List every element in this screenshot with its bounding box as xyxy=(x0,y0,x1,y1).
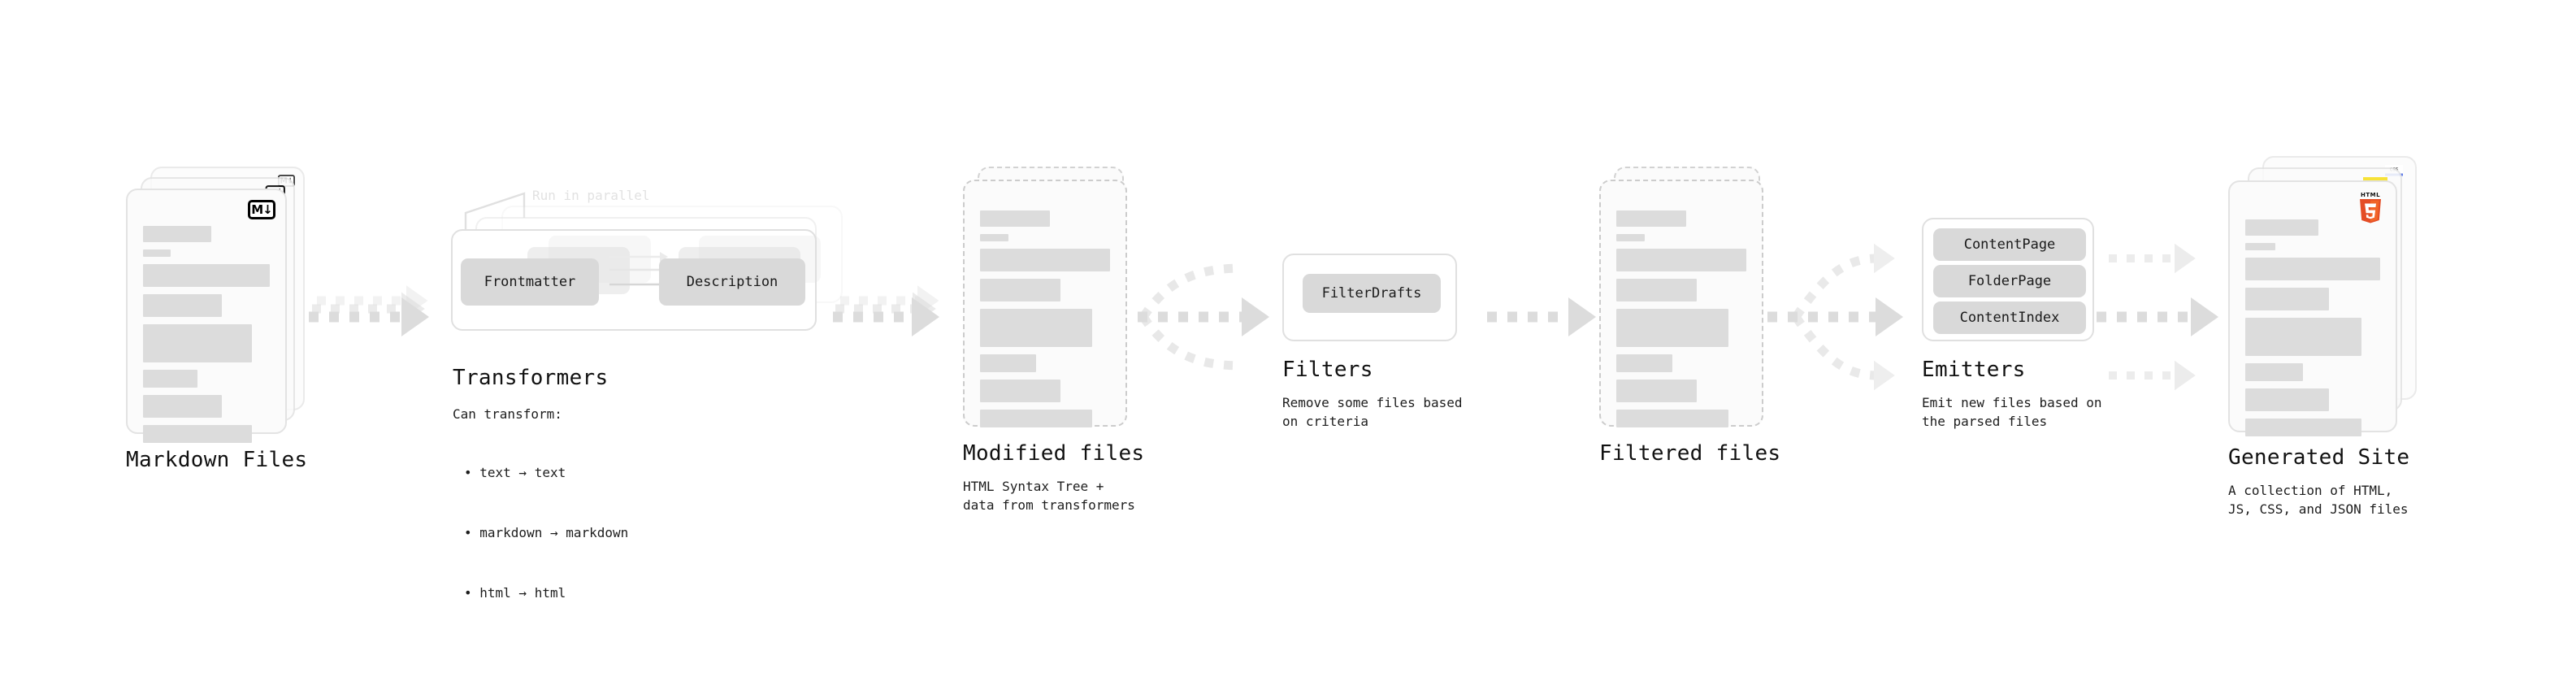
transformers-capability-item-0: • text → text xyxy=(464,464,566,480)
chip-filterdrafts[interactable]: FilterDrafts xyxy=(1303,274,1441,313)
stage-title-filtered-files: Filtered files xyxy=(1599,441,1781,466)
connector-md-to-transformers xyxy=(309,285,429,336)
file-content-placeholder xyxy=(143,226,270,450)
markdown-badge-letter: M xyxy=(251,202,263,217)
generated-file-stack: CSS HTML xyxy=(2228,156,2439,436)
filters-box: FilterDrafts xyxy=(1282,254,1457,341)
file-content-placeholder xyxy=(1616,210,1746,435)
html5-badge: HTML xyxy=(2357,190,2384,224)
file-card-front: M↓ xyxy=(126,189,287,443)
chip-contentindex[interactable]: ContentIndex xyxy=(1933,301,2086,334)
stage-markdown-files: M↓ M↓ M↓ Markd xyxy=(126,167,313,472)
svg-text:HTML: HTML xyxy=(2361,192,2380,198)
markdown-badge-arrow: ↓ xyxy=(262,202,273,217)
stage-subtitle-generated-site: A collection of HTML, JS, CSS, and JSON … xyxy=(2228,483,2409,518)
chip-contentpage[interactable]: ContentPage xyxy=(1933,228,2086,261)
file-card-html: HTML xyxy=(2228,180,2397,436)
stage-title-transformers: Transformers xyxy=(453,366,609,390)
stage-title-filters: Filters xyxy=(1282,358,1373,382)
stage-generated-site: CSS HTML xyxy=(2228,156,2472,517)
markdown-badge: M↓ xyxy=(248,200,275,219)
modified-file-stack xyxy=(963,167,1150,427)
stage-filters: FilterDrafts Filters Remove some files b… xyxy=(1282,254,1550,465)
transformers-capability-item-1: • markdown → markdown xyxy=(464,524,629,540)
file-card-front xyxy=(1599,180,1763,427)
chip-folderpage[interactable]: FolderPage xyxy=(1933,265,2086,297)
connector-modified-to-filters xyxy=(1138,263,1269,371)
stage-emitters: ContentPage FolderPage ContentIndex Emit… xyxy=(1922,218,2198,462)
stage-title-emitters: Emitters xyxy=(1922,358,2026,382)
run-in-parallel-bracket xyxy=(464,192,526,237)
chip-frontmatter[interactable]: Frontmatter xyxy=(461,258,599,306)
file-card-front xyxy=(963,180,1127,427)
transformers-capability-list: • text → text • markdown → markdown • ht… xyxy=(453,423,628,644)
stage-title-markdown-files: Markdown Files xyxy=(126,448,308,472)
stage-subtitle-emitters: Emit new files based on the parsed files xyxy=(1922,395,2102,430)
chip-description[interactable]: Description xyxy=(659,258,805,306)
emitters-box: ContentPage FolderPage ContentIndex xyxy=(1922,218,2094,341)
markdown-file-stack: M↓ M↓ M↓ xyxy=(126,167,313,443)
stage-subtitle-filters: Remove some files based on criteria xyxy=(1282,395,1463,430)
stage-filtered-files: Filtered files xyxy=(1599,167,1786,466)
stage-modified-files: Modified files HTML Syntax Tree + data f… xyxy=(963,167,1150,513)
stage-subtitle-modified-files: HTML Syntax Tree + data from transformer… xyxy=(963,479,1135,514)
stage-title-generated-site: Generated Site xyxy=(2228,445,2410,470)
filtered-file-stack xyxy=(1599,167,1786,427)
connector-filtered-to-emitters xyxy=(1767,243,1903,391)
transformers-subtitle-label: Can transform: xyxy=(453,406,562,422)
file-content-placeholder xyxy=(980,210,1110,435)
file-content-placeholder xyxy=(2245,219,2380,444)
stage-title-modified-files: Modified files xyxy=(963,441,1145,466)
run-in-parallel-label: Run in parallel xyxy=(532,188,650,203)
transformers-capability-item-2: • html → html xyxy=(464,585,566,601)
stage-transformers: Run in parallel Frontmatter Description … xyxy=(443,187,849,601)
